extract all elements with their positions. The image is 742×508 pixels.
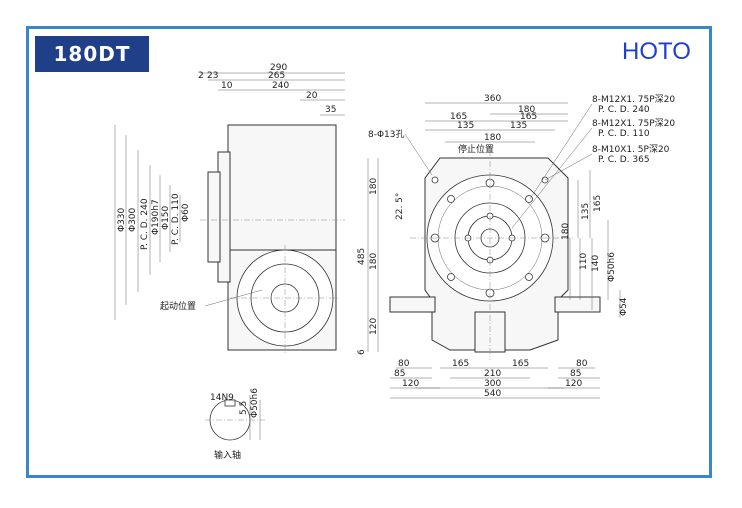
dim-23: 23 xyxy=(207,71,218,81)
dim-pcd110: P. C. D. 110 xyxy=(171,193,181,245)
side-output-hub xyxy=(207,171,221,263)
thread-note-2: 8-M12X1. 75P深20 xyxy=(592,118,675,129)
stop-position-label: 停止位置 xyxy=(458,143,494,155)
dim-pcd240: P. C. D. 240 xyxy=(140,198,150,250)
thread-note-2-pcd: P. C. D. 110 xyxy=(598,129,650,139)
dim-290: 290 xyxy=(270,63,287,73)
front-dim-135-b: 135 xyxy=(510,121,527,131)
model-badge: 180DT xyxy=(35,36,149,72)
bottom-dim-80-right: 80 xyxy=(576,359,588,369)
right-dim-phi54: Φ54 xyxy=(619,297,629,316)
dim-240: 240 xyxy=(272,81,289,91)
bottom-dim-540: 540 xyxy=(484,389,501,399)
right-dim-phi50h6: Φ50h6 xyxy=(607,252,617,282)
bottom-dim-300: 300 xyxy=(484,379,501,389)
left-dim-485: 485 xyxy=(357,248,367,265)
left-dim-120: 120 xyxy=(369,318,379,335)
front-view: 360 180 165 135 135 180 165 8-Φ13孔 停止位置 … xyxy=(357,94,675,399)
dim-phi60: Φ60 xyxy=(181,203,191,222)
thread-note-1: 8-M12X1. 75P深20 xyxy=(592,94,675,105)
bottom-dim-80-left: 80 xyxy=(398,359,410,369)
right-dim-140: 140 xyxy=(591,255,601,272)
dim-phi190h7: Φ190h7 xyxy=(151,199,161,235)
thread-note-1-pcd: P. C. D. 240 xyxy=(598,105,650,115)
front-dim-180: 180 xyxy=(518,105,535,115)
front-dim-165-a: 165 xyxy=(450,112,467,122)
drawing-frame xyxy=(26,26,712,478)
shaft-5-5-label: 5.5 xyxy=(239,401,249,415)
front-dim-360: 360 xyxy=(484,94,501,104)
right-dim-135: 135 xyxy=(581,203,591,220)
start-position-label: 起动位置 xyxy=(160,300,196,312)
front-dim-135-a: 135 xyxy=(457,121,474,131)
shaft-key-label: 14N9 xyxy=(210,393,234,403)
dim-265: 265 xyxy=(268,71,285,81)
front-dim-165-b: 165 xyxy=(520,112,537,122)
mounting-holes-label: 8-Φ13孔 xyxy=(368,129,405,140)
left-dim-6: 6 xyxy=(357,349,367,355)
brand-label: HOTO xyxy=(622,38,691,65)
bottom-dim-210: 210 xyxy=(484,369,501,379)
right-foot xyxy=(554,296,601,313)
bottom-dim-85-left: 85 xyxy=(394,369,405,379)
bottom-dim-85-right: 85 xyxy=(570,369,581,379)
thread-note-3-pcd: P. C. D. 365 xyxy=(598,155,650,165)
side-view: 290 265 240 20 35 2 23 10 Φ330 Φ300 P. C… xyxy=(114,63,345,461)
dim-20: 20 xyxy=(306,91,318,101)
left-dim-180-b: 180 xyxy=(369,253,379,270)
right-dim-165: 165 xyxy=(593,195,603,212)
bottom-dim-120-left: 120 xyxy=(402,379,419,389)
thread-note-3: 8-M10X1. 5P深20 xyxy=(592,144,670,155)
dim-phi330: Φ330 xyxy=(117,207,127,232)
front-dim-180-b: 180 xyxy=(484,133,501,143)
right-dim-110: 110 xyxy=(579,253,589,270)
bottom-dim-120-right: 120 xyxy=(565,379,582,389)
shaft-dia-label: Φ50h6 xyxy=(250,388,260,418)
left-dim-180-a: 180 xyxy=(369,178,379,195)
left-foot xyxy=(389,296,436,313)
bottom-dim-165-right: 165 xyxy=(512,359,529,369)
right-dim-180: 180 xyxy=(561,223,571,240)
dim-phi150: Φ150 xyxy=(161,205,171,230)
dim-phi300: Φ300 xyxy=(128,207,138,232)
dim-2: 2 xyxy=(198,71,204,81)
angle-label: 22. 5° xyxy=(395,193,405,220)
bottom-dim-165-left: 165 xyxy=(452,359,469,369)
input-shaft-label: 输入轴 xyxy=(214,449,241,461)
thread-notes: 8-M12X1. 75P深20 P. C. D. 240 8-M12X1. 75… xyxy=(511,94,675,229)
dim-35: 35 xyxy=(325,105,336,115)
side-housing-upper xyxy=(227,124,337,251)
dim-10: 10 xyxy=(221,81,233,91)
